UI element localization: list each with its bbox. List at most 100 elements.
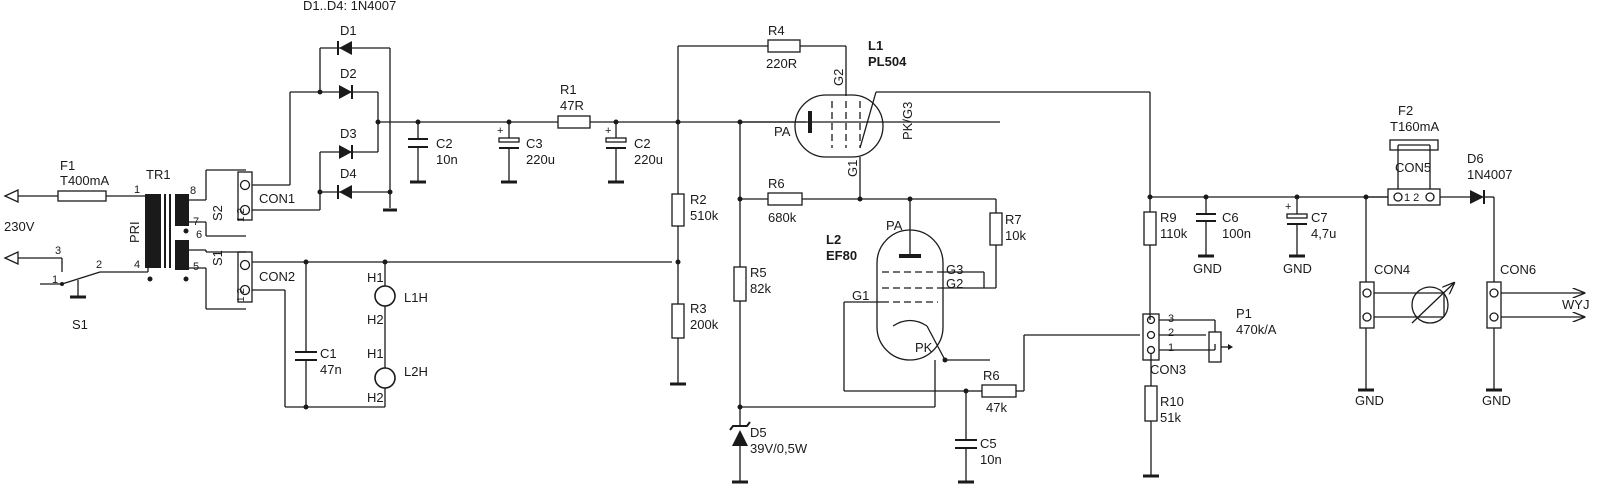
svg-text:680k: 680k	[768, 210, 797, 225]
svg-text:R3: R3	[690, 301, 707, 316]
svg-text:47k: 47k	[986, 400, 1007, 415]
bias-network: R6 680k R5 82k D5 39V/0,5W	[729, 122, 996, 484]
svg-text:T160mA: T160mA	[1390, 119, 1439, 134]
svg-text:D1: D1	[340, 23, 357, 38]
svg-text:GND: GND	[1193, 261, 1222, 276]
svg-text:R1: R1	[560, 82, 577, 97]
svg-text:R6: R6	[768, 176, 785, 191]
heater-circuit: C1 47n H1 H2 H1 H2 L1H L2H	[284, 259, 428, 410]
svg-text:10n: 10n	[436, 152, 458, 167]
svg-text:4,7u: 4,7u	[1311, 226, 1336, 241]
tube-l1-pl504: PA G2 G1 PK/G3 L1 PL504	[740, 38, 1150, 199]
sw-pin-3: 3	[55, 245, 61, 257]
svg-text:47n: 47n	[320, 362, 342, 377]
zener-d5	[732, 430, 748, 446]
svg-text:510k: 510k	[690, 208, 719, 223]
resistor-r4	[767, 39, 801, 53]
svg-text:1: 1	[134, 184, 140, 196]
svg-text:H1: H1	[367, 270, 384, 285]
svg-text:1: 1	[1168, 342, 1174, 354]
svg-text:G2: G2	[946, 276, 963, 291]
mains-terminal-arrow	[3, 188, 19, 204]
switch-s1-label: S1	[72, 317, 88, 332]
svg-text:1N4007: 1N4007	[1467, 167, 1513, 182]
fuse-f2	[1389, 139, 1439, 151]
svg-text:D3: D3	[340, 126, 357, 141]
svg-text:10n: 10n	[980, 452, 1002, 467]
secondary-winding-s1	[175, 240, 189, 270]
diode-note: D1..D4: 1N4007	[303, 0, 396, 13]
svg-text:CON4: CON4	[1374, 262, 1410, 277]
diode-d3	[339, 145, 352, 159]
svg-text:PA: PA	[886, 218, 903, 233]
svg-text:R4: R4	[768, 23, 785, 38]
con2-label: CON2	[259, 269, 295, 284]
svg-text:CON3: CON3	[1150, 362, 1186, 377]
sw-pin-2: 2	[96, 259, 102, 271]
resistor-r2	[671, 193, 685, 227]
svg-text:R6: R6	[983, 368, 1000, 383]
svg-text:2: 2	[1168, 327, 1174, 339]
svg-text:5: 5	[193, 261, 199, 273]
svg-text:82k: 82k	[750, 281, 771, 296]
diode-d1	[339, 41, 352, 55]
svg-text:1 2: 1 2	[236, 288, 247, 302]
svg-text:R10: R10	[1160, 394, 1184, 409]
tr1-label: TR1	[146, 167, 171, 182]
svg-text:G2: G2	[831, 69, 846, 86]
primary-winding	[145, 194, 161, 268]
svg-text:F2: F2	[1398, 103, 1413, 118]
svg-text:R9: R9	[1160, 210, 1177, 225]
svg-text:C2: C2	[634, 136, 651, 151]
svg-text:G1: G1	[852, 288, 869, 303]
svg-text:1 2: 1 2	[1404, 192, 1419, 204]
heater-l2h	[374, 367, 396, 389]
resistor-r1	[557, 115, 591, 129]
svg-text:200k: 200k	[690, 317, 719, 332]
bridge-rectifier: D1..D4: 1N4007 D1 D2 D3 D4	[289, 0, 397, 212]
resistor-r7-group: R7 10k	[989, 199, 1026, 288]
svg-text:47R: 47R	[560, 98, 584, 113]
svg-text:D6: D6	[1467, 151, 1484, 166]
svg-text:C5: C5	[980, 436, 997, 451]
mains-voltage-label: 230V	[4, 219, 35, 234]
svg-text:H2: H2	[367, 390, 384, 405]
resistor-r10	[1144, 385, 1158, 422]
svg-text:8: 8	[190, 185, 196, 197]
resistor-r7	[989, 212, 1003, 246]
f1-value: T400mA	[60, 173, 109, 188]
diode-d6	[1470, 190, 1484, 204]
output-section: R9 110k 3 2 1 CON3 P1 470k/A R10 51k C6	[1142, 92, 1589, 478]
svg-text:L1: L1	[868, 38, 883, 53]
con1-label: CON1	[259, 191, 295, 206]
connector-con2: 1 2 CON2	[236, 251, 672, 303]
svg-text:H1: H1	[367, 346, 384, 361]
connector-con4	[1359, 281, 1375, 329]
fuse-f1	[57, 190, 107, 202]
svg-text:C6: C6	[1222, 210, 1239, 225]
svg-text:1 2: 1 2	[236, 208, 247, 222]
output-label: WYJ	[1562, 297, 1589, 312]
svg-text:GND: GND	[1482, 393, 1511, 408]
svg-text:CON6: CON6	[1500, 262, 1536, 277]
svg-text:P1: P1	[1236, 306, 1252, 321]
svg-text:PL504: PL504	[868, 54, 907, 69]
svg-text:+: +	[1285, 201, 1291, 213]
svg-text:220R: 220R	[766, 56, 797, 71]
svg-text:+: +	[497, 125, 503, 137]
svg-text:S2: S2	[210, 205, 225, 221]
svg-text:D2: D2	[340, 66, 357, 81]
svg-text:R2: R2	[690, 192, 707, 207]
svg-text:4: 4	[134, 259, 140, 271]
svg-text:L2: L2	[826, 232, 841, 247]
svg-text:3: 3	[1168, 313, 1174, 325]
svg-text:PA: PA	[774, 124, 791, 139]
divider-r2-r3: R2 510k R3 200k R4 220R	[670, 23, 847, 386]
connector-con1: 1 2 CON1	[236, 171, 295, 222]
svg-text:G1: G1	[845, 160, 860, 177]
svg-text:G3: G3	[946, 262, 963, 277]
svg-text:6: 6	[196, 229, 202, 241]
svg-text:L1H: L1H	[404, 290, 428, 305]
transformer-tr1: TR1 1 4 PRI 8 7 6 5 S2 S1	[127, 167, 246, 310]
